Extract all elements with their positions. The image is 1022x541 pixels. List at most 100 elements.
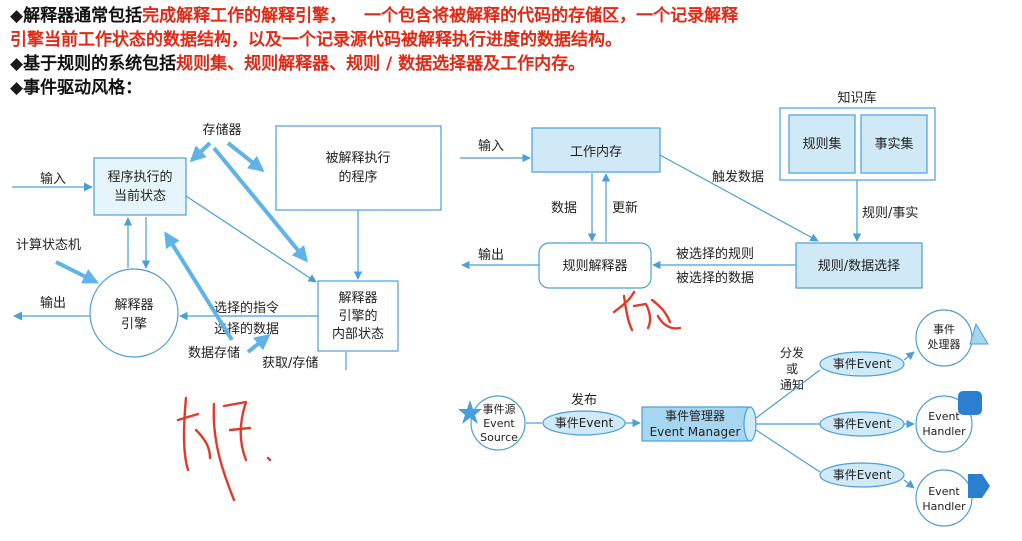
bullet-1-prefix: 解释器通常包括 xyxy=(23,6,143,26)
current-state-line1: 程序执行的 xyxy=(107,169,172,185)
rule-set-box xyxy=(788,114,856,174)
bullet-3: ◆事件驱动风格： xyxy=(10,76,1010,100)
diamond-bullet-icon: ◆ xyxy=(10,6,24,26)
event-top-label: 事件Event xyxy=(833,357,892,371)
bullet-1-red-b: 一个包含将被解释的代码的存储区，一个记录解释 xyxy=(364,6,739,26)
state-machine-arrow xyxy=(55,260,99,284)
bullet-3-text: 事件驱动风格： xyxy=(23,78,143,98)
selected-rules-data-label: 被选择的数据 xyxy=(676,270,754,286)
storage-to-internal-arrow xyxy=(212,146,309,263)
diamond-bullet-icon: ◆ xyxy=(10,54,24,74)
triangle-icon xyxy=(969,322,989,345)
handler-bot-line1: Event xyxy=(928,485,960,498)
event-ellipse-bot xyxy=(819,462,905,488)
output-label: 输出 xyxy=(40,295,66,311)
engine-circle xyxy=(89,268,179,358)
bullet-1-cont: 引擎当前工作状态的数据结构，以及一个记录源代码被解释执行进度的数据结构。 xyxy=(10,28,1010,52)
manager-to-top-line xyxy=(755,369,821,419)
internal-line1: 解释器 xyxy=(338,291,377,306)
event-source-line2: Event xyxy=(483,417,515,430)
rule-data-select-label: 规则/数据选择 xyxy=(818,259,900,274)
internal-line3: 内部状态 xyxy=(332,326,384,342)
input-label: 输入 xyxy=(40,171,66,187)
diamond-bullet-icon: ◆ xyxy=(10,78,24,98)
handler-mid-line2: Handler xyxy=(922,425,966,438)
handler-bot-line2: Handler xyxy=(922,500,966,513)
bot-to-handler-arrow xyxy=(903,479,915,489)
event-mid-label: 事件Event xyxy=(833,417,892,431)
rules-output-label: 输出 xyxy=(478,247,504,263)
bullet-2-prefix: 基于规则的系统包括 xyxy=(23,54,177,74)
engine-line2: 引擎 xyxy=(121,317,147,332)
data-store-label: 数据存储 xyxy=(188,346,240,361)
square-icon xyxy=(958,391,982,415)
program-line1: 被解释执行 xyxy=(325,151,390,166)
trigger-data-arrow xyxy=(659,154,819,242)
event-manager-box xyxy=(641,406,751,442)
selected-data-label: 选择的数据 xyxy=(214,321,279,337)
event-source-line3: Source xyxy=(480,431,518,444)
publish-label: 发布 xyxy=(571,392,597,408)
handwriting-mark-left xyxy=(176,396,272,502)
program-box xyxy=(275,125,442,211)
rule-data-select-box xyxy=(795,242,923,289)
handwriting-annotations xyxy=(176,290,682,502)
current-state-line2: 当前状态 xyxy=(114,188,166,204)
pentagon-icon xyxy=(968,474,990,498)
top-to-handler-arrow xyxy=(903,351,915,361)
fact-set-label: 事实集 xyxy=(874,136,913,152)
fact-set-box xyxy=(860,114,928,174)
event-manager-line2: Event Manager xyxy=(650,425,741,439)
rule-interpreter-label: 规则解释器 xyxy=(562,259,627,274)
program-line2: 的程序 xyxy=(338,169,377,185)
engine-storage-arrow xyxy=(246,334,271,354)
handler-bot-circle xyxy=(915,469,973,527)
event-publish-label: 事件Event xyxy=(555,416,614,430)
event-manager-cap xyxy=(743,406,757,442)
storage-to-program-arrow xyxy=(226,141,265,172)
star-icon xyxy=(458,400,482,424)
event-source-line1: 事件源 xyxy=(483,402,516,416)
handler-top-line1: 事件 xyxy=(933,323,955,336)
interpreter-diagram: 存储器 输入 程序执行的 当前状态 被解释执行 的程序 计算状态机 解释器 引擎… xyxy=(12,123,442,371)
event-manager-line1: 事件管理器 xyxy=(665,408,725,423)
state-machine-label: 计算状态机 xyxy=(16,238,81,253)
bullet-2-red: 规则集、规则解释器、规则 / 数据选择器及工作内存。 xyxy=(176,54,586,74)
event-bot-label: 事件Event xyxy=(833,468,892,482)
fetch-store-label: 获取/存储 xyxy=(262,356,318,371)
bullet-2: ◆基于规则的系统包括规则集、规则解释器、规则 / 数据选择器及工作内存。 xyxy=(10,52,1010,76)
handler-mid-line1: Event xyxy=(928,410,960,423)
selected-instructions-label: 选择的指令 xyxy=(214,300,279,316)
data-store-to-state-arrow xyxy=(164,231,234,342)
engine-line1: 解释器 xyxy=(114,298,153,313)
rule-based-diagram: 输入 工作内存 知识库 规则集 事实集 触发数据 规则/事实 数据 更新 规则解… xyxy=(460,90,936,289)
knowledge-base-label: 知识库 xyxy=(837,90,876,106)
bullet-1-red-a: 完成解释工作的解释引擎， xyxy=(142,6,347,26)
working-memory-label: 工作内存 xyxy=(570,144,622,160)
dispatch-line2: 或 xyxy=(786,362,798,376)
working-memory-box xyxy=(531,127,661,173)
selected-rules-label: 被选择的规则 xyxy=(676,246,754,262)
rule-set-label: 规则集 xyxy=(802,136,841,152)
thick-arrows xyxy=(55,141,309,354)
dispatch-line1: 分发 xyxy=(780,345,804,360)
state-to-internal-arrow xyxy=(185,195,317,283)
event-source-circle xyxy=(470,395,526,451)
storage-to-state-arrow xyxy=(189,141,212,163)
bullet-1-continuation: 引擎当前工作状态的数据结构，以及一个记录源代码被解释执行进度的数据结构。 xyxy=(10,30,622,50)
event-ellipse-top xyxy=(819,351,905,377)
bullet-list: ◆解释器通常包括完成解释工作的解释引擎，一个包含将被解释的代码的存储区，一个记录… xyxy=(10,4,1010,100)
manager-to-bot-line xyxy=(755,429,821,473)
handwriting-mark-right xyxy=(612,290,682,332)
dispatch-line3: 通知 xyxy=(780,378,804,392)
rule-fact-label: 规则/事实 xyxy=(862,206,918,221)
bullet-1: ◆解释器通常包括完成解释工作的解释引擎， 一个包含将被解释的代码的存储区，一个记录… xyxy=(10,4,1010,28)
event-driven-diagram: 事件源 Event Source 发布 事件Event 事件管理器 Event … xyxy=(458,309,990,527)
update-label: 更新 xyxy=(612,200,638,216)
current-state-box xyxy=(93,157,187,216)
handler-top-line2: 处理器 xyxy=(928,338,961,351)
trigger-data-label: 触发数据 xyxy=(712,169,764,185)
rules-input-label: 输入 xyxy=(478,138,504,154)
data-label: 数据 xyxy=(551,201,577,216)
